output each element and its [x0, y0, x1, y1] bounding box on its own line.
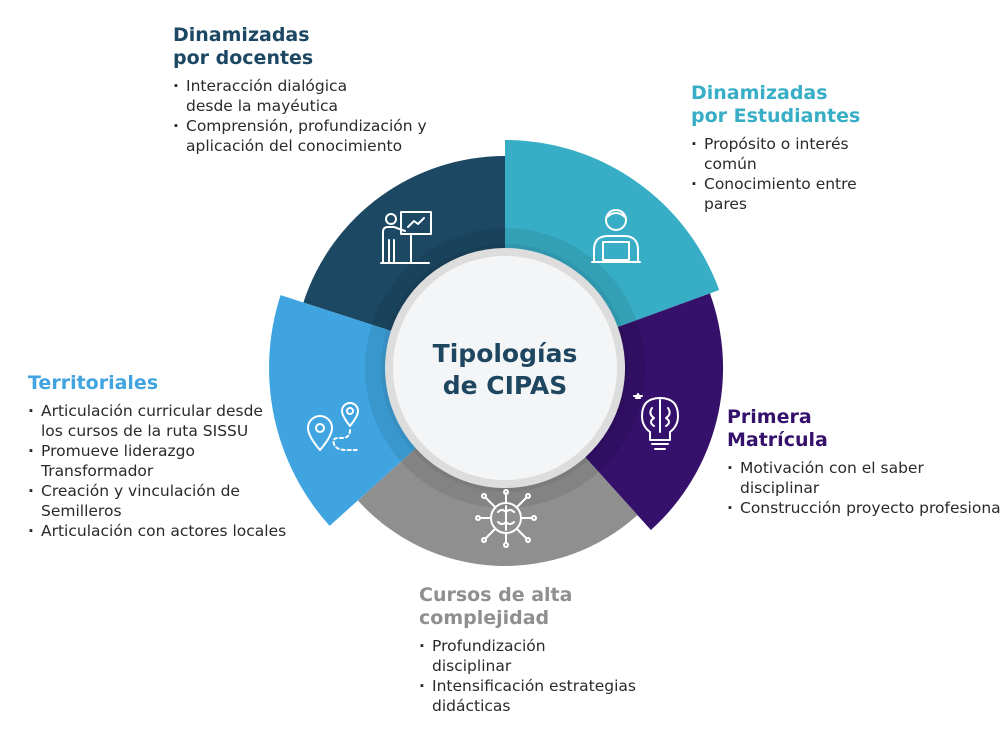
- center-title-line2: de CIPAS: [443, 371, 568, 400]
- list-item: Profundización disciplinar: [419, 636, 617, 676]
- teacher-presentation-icon: [380, 211, 432, 264]
- block-primera-matricula: Primera Matrícula Motivación con el sabe…: [727, 406, 1000, 518]
- segment-cursos-alta-complejidad: [357, 448, 638, 566]
- title-primera-matricula: Primera Matrícula: [727, 406, 987, 452]
- list-item: Promueve liderazgo Transformador: [28, 441, 281, 481]
- title-territoriales-line1: Territoriales: [28, 372, 159, 394]
- list-item: Propósito o interés común: [691, 134, 859, 174]
- list-item: Conocimiento entre pares: [691, 174, 859, 214]
- list-item: Articulación con actores locales: [28, 521, 306, 541]
- title-docentes-line1: Dinamizadas: [173, 24, 310, 46]
- list-estudiantes: Propósito o interés común Conocimiento e…: [691, 134, 911, 214]
- title-territoriales: Territoriales: [28, 372, 318, 395]
- list-cursos: Profundización disciplinar Intensificaci…: [419, 636, 679, 716]
- list-territoriales: Articulación curricular desde los cursos…: [28, 401, 318, 541]
- block-territoriales: Territoriales Articulación curricular de…: [28, 372, 318, 541]
- list-item: Comprensión, profundización y aplicación…: [173, 116, 461, 156]
- list-item: Interacción dialógica desde la mayéutica: [173, 76, 386, 116]
- title-cursos-line2: complejidad: [419, 607, 550, 629]
- title-docentes: Dinamizadas por docentes: [173, 24, 473, 70]
- list-docentes: Interacción dialógica desde la mayéutica…: [173, 76, 473, 156]
- brain-network-icon: [475, 489, 537, 548]
- student-laptop-icon: [591, 209, 641, 263]
- center-circle: [393, 256, 617, 480]
- block-cursos: Cursos de alta complejidad Profundizació…: [419, 584, 679, 716]
- block-docentes: Dinamizadas por docentes Interacción dia…: [173, 24, 473, 156]
- title-docentes-line2: por docentes: [173, 47, 314, 69]
- list-item: Articulación curricular desde los cursos…: [28, 401, 281, 441]
- brain-bulb-icon: [633, 393, 679, 450]
- title-primera-line1: Primera: [727, 406, 812, 428]
- title-primera-line2: Matrícula: [727, 429, 828, 451]
- title-cursos: Cursos de alta complejidad: [419, 584, 679, 630]
- title-estudiantes-line1: Dinamizadas: [691, 82, 828, 104]
- segment-estudiantes: [505, 140, 720, 327]
- list-item: Creación y vinculación de Semilleros: [28, 481, 316, 521]
- segment-primera-matricula: [585, 293, 724, 530]
- list-item: Construcción proyecto profesional: [727, 498, 1000, 518]
- center-title-line1: Tipologías: [433, 339, 578, 368]
- map-route-icon: [307, 402, 359, 451]
- block-estudiantes: Dinamizadas por Estudiantes Propósito o …: [691, 82, 911, 214]
- list-item: Intensificación estrategias didácticas: [419, 676, 672, 716]
- list-primera-matricula: Motivación con el saber disciplinar Cons…: [727, 458, 1000, 518]
- title-estudiantes-line2: por Estudiantes: [691, 105, 861, 127]
- title-estudiantes: Dinamizadas por Estudiantes: [691, 82, 911, 128]
- title-cursos-line1: Cursos de alta: [419, 584, 573, 606]
- list-item: Motivación con el saber disciplinar: [727, 458, 1000, 498]
- segment-docentes: [303, 156, 505, 331]
